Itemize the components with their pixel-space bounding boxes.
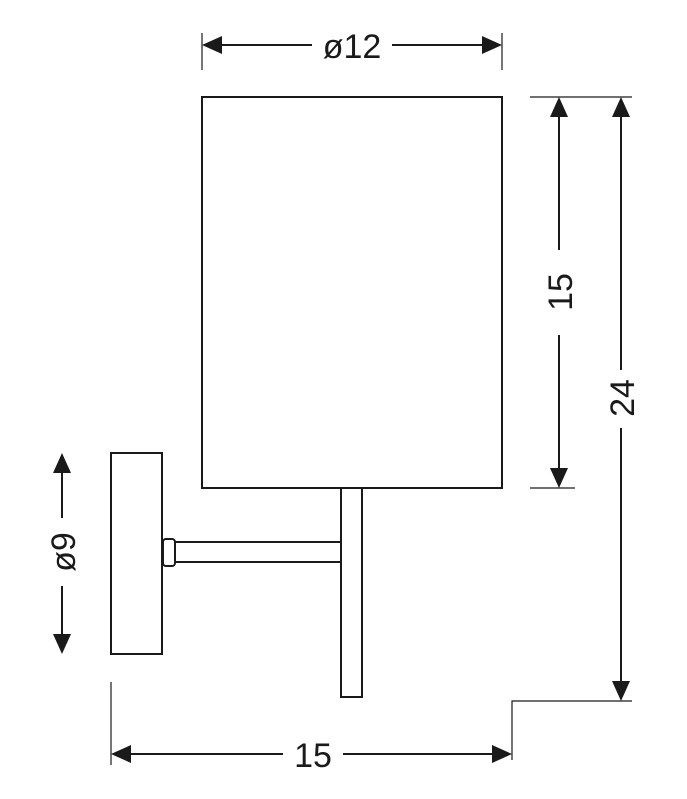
dimension-base-diameter: ø9 [45, 453, 83, 654]
arrow-left-icon [111, 745, 131, 763]
stem-rod [340, 487, 363, 698]
arrow-up-icon [550, 97, 568, 117]
dimension-total-depth: 15 [110, 682, 512, 775]
lamp-shade [201, 96, 503, 489]
arrow-down-icon [550, 468, 568, 488]
base-plate-outline [110, 452, 163, 655]
arrow-left-icon [202, 36, 222, 54]
arrow-down-icon [612, 681, 630, 701]
horizontal-arm [162, 538, 342, 567]
lamp-shade-outline [201, 96, 503, 489]
arrow-up-icon [53, 453, 71, 473]
shade-diameter-label: ø12 [323, 28, 382, 66]
extension-line-bottom [511, 700, 632, 760]
dimension-total-height: 24 [511, 96, 642, 760]
dimension-shade-height: 15 [530, 96, 580, 489]
vertical-stem [340, 487, 363, 698]
arrow-right-icon [492, 745, 512, 763]
wall-base-plate [110, 452, 163, 655]
arm-rod [173, 541, 342, 563]
arrow-right-icon [482, 36, 502, 54]
total-depth-label: 15 [294, 737, 332, 775]
total-height-label: 24 [604, 379, 642, 417]
arm-connector [162, 538, 176, 567]
dimension-shade-diameter: ø12 [201, 28, 503, 70]
arrow-down-icon [53, 634, 71, 654]
base-diameter-label: ø9 [45, 532, 83, 572]
arrow-up-icon [612, 97, 630, 117]
shade-height-label: 15 [542, 273, 580, 311]
